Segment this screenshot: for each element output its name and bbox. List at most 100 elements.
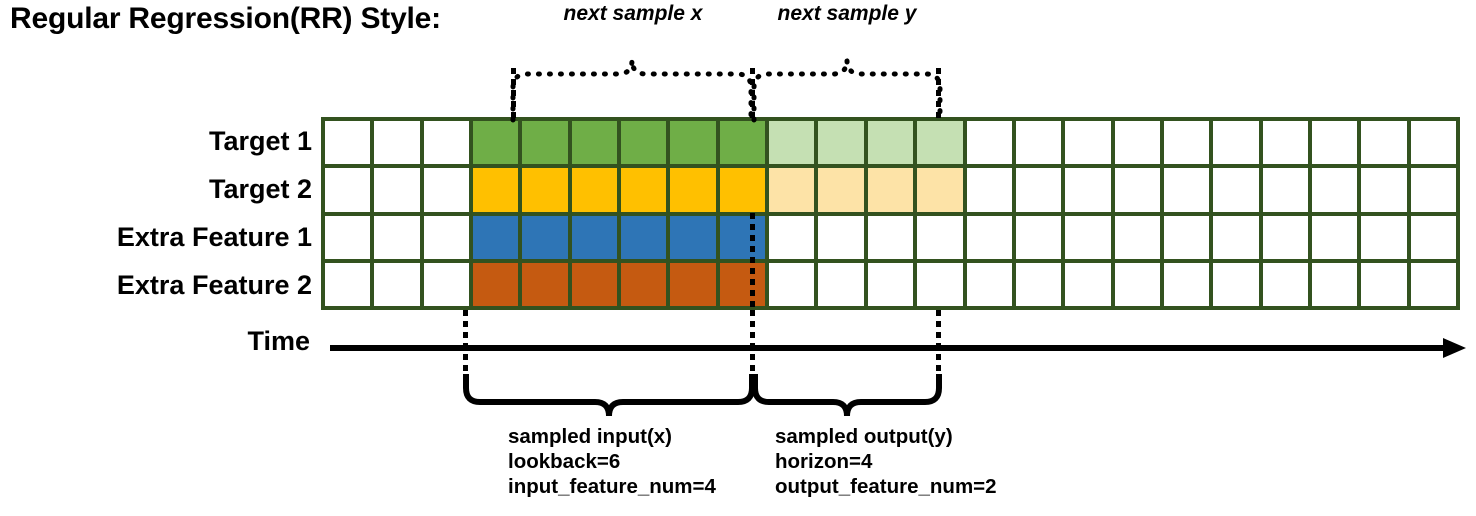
grid-cell [818, 121, 864, 165]
grid-cell [670, 168, 716, 212]
row-label-column: Target 1 Target 2 Extra Feature 1 Extra … [0, 117, 312, 310]
grid-cell [818, 215, 864, 259]
row-label-target-2: Target 2 [208, 174, 312, 204]
grid-cell [1065, 262, 1111, 306]
grid-cell [621, 215, 667, 259]
grid-cell [621, 262, 667, 306]
caption-sampled-input-line-2: lookback=6 [508, 450, 621, 473]
grid-cell [1065, 168, 1111, 212]
guide-output-end-bottom [936, 310, 941, 376]
grid-cell [1114, 262, 1160, 306]
grid-cell [621, 168, 667, 212]
grid-cell [1114, 215, 1160, 259]
timeline-grid [321, 117, 1460, 310]
grid-cell [1311, 215, 1358, 259]
grid-cell [769, 262, 815, 306]
grid-cell [670, 262, 716, 306]
grid-cell [1015, 215, 1062, 259]
caption-sampled-output-line-1: sampled output(y) [775, 425, 953, 448]
grid-cell [423, 121, 470, 165]
grid-cell [1262, 262, 1308, 306]
grid-cell [423, 168, 470, 212]
row-label-target-1: Target 1 [208, 126, 312, 156]
grid-cell [1410, 262, 1456, 306]
guide-input-end-grid [750, 213, 755, 310]
grid-cell [522, 121, 568, 165]
grid-cell [867, 121, 914, 165]
grid-cell [1311, 262, 1358, 306]
caption-sampled-output-line-3: output_feature_num=2 [775, 475, 997, 498]
guide-output-end-top [936, 68, 941, 120]
guide-input-start-top [511, 68, 516, 120]
grid-cell [1213, 121, 1259, 165]
grid-cell [1410, 121, 1456, 165]
grid-cell [1311, 121, 1358, 165]
grid-cell [1262, 215, 1308, 259]
guide-input-end-bottom [750, 310, 755, 376]
grid-cell [374, 262, 420, 306]
grid-cell [966, 215, 1012, 259]
grid-cell [917, 215, 963, 259]
grid-cell [867, 262, 914, 306]
grid-cell [917, 262, 963, 306]
grid-cell [522, 215, 568, 259]
grid-cell [325, 262, 371, 306]
guide-input-start-bottom [463, 310, 468, 376]
grid-cell [1015, 262, 1062, 306]
bottom-brace-sampled-output [752, 374, 942, 422]
grid-cell [374, 215, 420, 259]
grid-cell [1361, 262, 1407, 306]
grid-cell [1114, 121, 1160, 165]
grid-cell [1262, 168, 1308, 212]
grid-cell [325, 168, 371, 212]
grid-cell [1163, 168, 1210, 212]
grid-cell [917, 121, 963, 165]
grid-cell [966, 262, 1012, 306]
grid-cell [571, 121, 618, 165]
time-axis-label: Time [247, 326, 310, 356]
caption-sampled-input: sampled input(x) lookback=6 input_featur… [508, 424, 716, 499]
grid-cell [1015, 168, 1062, 212]
top-brace-label-next-sample-x: next sample x [563, 2, 703, 25]
grid-cell [1213, 262, 1259, 306]
grid-cell [571, 168, 618, 212]
grid-cell [1361, 215, 1407, 259]
grid-cell [818, 262, 864, 306]
grid-cell [1410, 168, 1456, 212]
grid-cell [818, 168, 864, 212]
caption-sampled-output: sampled output(y) horizon=4 output_featu… [775, 424, 997, 499]
grid-cell [719, 121, 766, 165]
grid-cell [917, 168, 963, 212]
grid-cell [325, 215, 371, 259]
top-brace-label-next-sample-y: next sample y [777, 2, 917, 25]
grid-cell [1163, 262, 1210, 306]
grid-cell [571, 215, 618, 259]
grid-cell [867, 168, 914, 212]
grid-cell [473, 121, 519, 165]
grid-cell [1262, 121, 1308, 165]
caption-sampled-input-line-3: input_feature_num=4 [508, 475, 716, 498]
grid-cell [423, 262, 470, 306]
grid-cell [1015, 121, 1062, 165]
grid-cell [1163, 215, 1210, 259]
grid-cell [1114, 168, 1160, 212]
caption-sampled-input-line-1: sampled input(x) [508, 425, 673, 448]
grid-cell [966, 168, 1012, 212]
grid-cell [325, 121, 371, 165]
grid-cell [769, 121, 815, 165]
grid-cell [1163, 121, 1210, 165]
grid-cell [769, 168, 815, 212]
grid-cell [719, 215, 766, 259]
time-axis-arrow [330, 337, 1466, 359]
grid-cell [423, 215, 470, 259]
grid-cell [1361, 121, 1407, 165]
row-label-extra-feature-2: Extra Feature 2 [116, 270, 312, 300]
grid-cell [670, 121, 716, 165]
grid-cell [1213, 215, 1259, 259]
grid-cell [966, 121, 1012, 165]
grid-cell [769, 215, 815, 259]
grid-cell [1410, 215, 1456, 259]
grid-cell [621, 121, 667, 165]
grid-cell [1213, 168, 1259, 212]
